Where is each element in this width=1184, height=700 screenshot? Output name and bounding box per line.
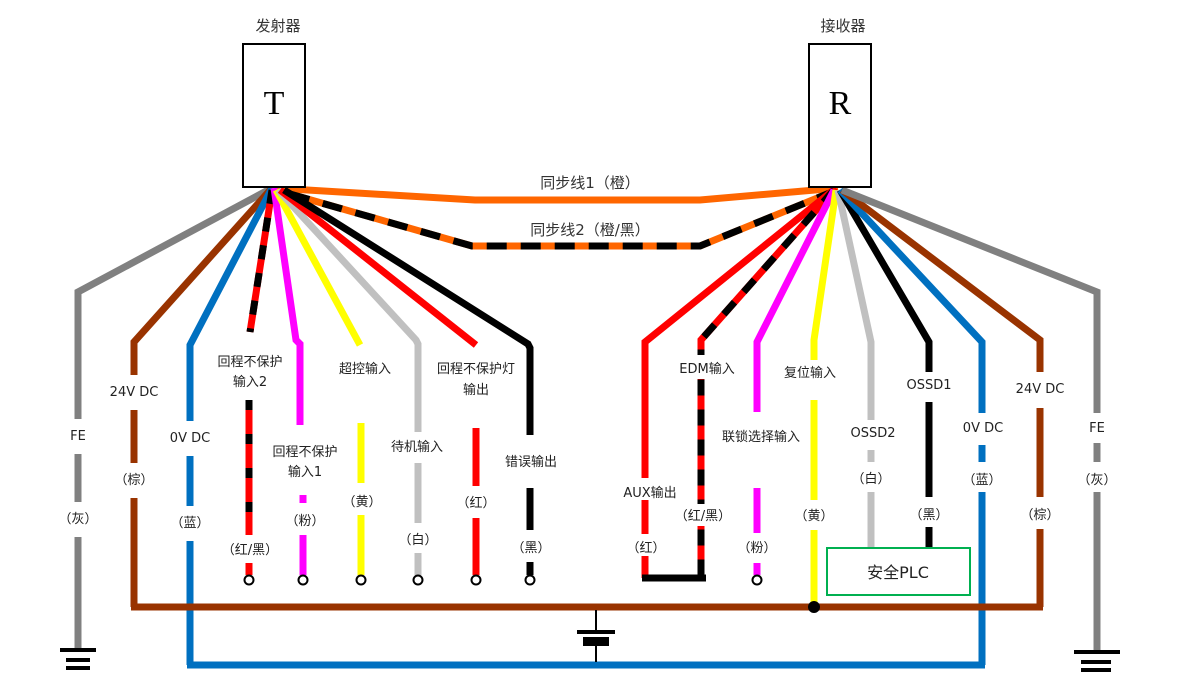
- wire-color-pink: （粉）: [285, 514, 324, 529]
- receiver-labels: AUX输出 （红） EDM输入 （红/黑） 联锁选择输入 （粉） 复位输入 （黄…: [620, 355, 1117, 563]
- receiver-box: [808, 43, 872, 188]
- wire-label-24v: 24V DC: [110, 385, 159, 400]
- battery-icon: [577, 610, 615, 662]
- wire-label-fe: FE: [70, 429, 86, 444]
- terminal-circle: [355, 574, 367, 586]
- emitter-wire-pink-top: [270, 187, 304, 425]
- wire-color-receiver-brown: （棕）: [1020, 508, 1059, 523]
- emitter-wire-yellow-top: [272, 188, 364, 347]
- wire-color-brown: （棕）: [114, 473, 153, 488]
- wire-color-yellow: （黄）: [342, 495, 381, 510]
- emitter-title: 发射器: [255, 17, 300, 35]
- emitter-labels: FE （灰） 24V DC （棕） 0V DC （蓝） 回程不保护 输入2 （红…: [55, 355, 557, 558]
- emitter-wire-fe: [74, 184, 274, 650]
- label-mask: [106, 375, 162, 410]
- receiver-wire-edm-stripes: [697, 187, 837, 578]
- terminal-circle: [412, 574, 424, 586]
- wire-color-blue: （蓝）: [170, 516, 209, 531]
- wire-label-return-input-1-l1: 回程不保护: [272, 445, 337, 460]
- emitter-wire-24v: [130, 185, 275, 607]
- emitter-wire-black-top: [282, 187, 534, 435]
- wire-color-black: （黑）: [511, 541, 550, 556]
- receiver-wire-white: [834, 189, 875, 548]
- wire-color-aux-red: （红）: [626, 540, 665, 556]
- wire-color-interlock-pink: （粉）: [737, 541, 776, 556]
- emitter-wire-red-top: [277, 187, 479, 348]
- wire-color-red: （红）: [456, 495, 495, 511]
- wire-label-return-input-2-l1: 回程不保护: [217, 355, 282, 370]
- wire-label-return-input-1-l2: 输入1: [288, 464, 322, 480]
- emitter-box: [242, 43, 306, 188]
- wire-color-white: （白）: [398, 532, 437, 548]
- receiver-letter: R: [829, 85, 852, 122]
- terminal-circle: [243, 574, 255, 586]
- wire-label-receiver-24v: 24V DC: [1016, 382, 1065, 397]
- emitter-terminals: [243, 574, 536, 586]
- receiver-title: 接收器: [820, 17, 865, 35]
- terminal-circle: [751, 574, 763, 586]
- ground-icon-right: [1074, 650, 1120, 672]
- wire-label-receiver-fe: FE: [1089, 421, 1105, 436]
- label-mask: [111, 463, 157, 498]
- wire-color-receiver-blue: （蓝）: [962, 473, 1001, 488]
- label-mask: [166, 421, 214, 456]
- wire-label-return-lamp-output-l2: 输出: [463, 382, 489, 398]
- wire-label-error-output: 错误输出: [505, 454, 557, 470]
- wire-label-ossd2: OSSD2: [850, 426, 895, 441]
- wire-color-edm-red-black: （红/黑）: [675, 508, 731, 524]
- ground-icon-left: [60, 648, 96, 670]
- emitter-wire-red-black-top-stripes: [246, 189, 276, 333]
- sync-wire-1: [273, 184, 839, 204]
- sync-wire-2-stripes: [289, 188, 834, 250]
- wire-label-receiver-0v: 0V DC: [963, 421, 1003, 436]
- sync-line-2-label: 同步线2（橙/黑）: [530, 221, 650, 239]
- wire-label-override-input: 超控输入: [339, 361, 391, 377]
- receiver-wire-pink: [753, 188, 838, 575]
- wire-label-return-input-2-l2: 输入2: [233, 374, 267, 390]
- wire-label-edm-input: EDM输入: [679, 361, 734, 377]
- label-mask: [167, 506, 213, 541]
- wire-label-ossd1: OSSD1: [906, 378, 951, 393]
- safety-plc-box: [826, 547, 971, 596]
- terminal-circle: [524, 574, 536, 586]
- receiver-wire-fe: [840, 186, 1101, 650]
- wire-label-interlock-select-input: 联锁选择输入: [722, 429, 800, 445]
- sync-line-1-label: 同步线1（橙）: [540, 174, 640, 192]
- wire-color-gray: （灰）: [58, 512, 97, 527]
- wire-label-standby-input: 待机输入: [391, 439, 443, 455]
- wire-label-return-lamp-output-l1: 回程不保护灯: [437, 362, 515, 377]
- terminal-circle: [470, 574, 482, 586]
- wire-label-0v: 0V DC: [170, 431, 210, 446]
- wire-label-reset-input: 复位输入: [784, 365, 836, 381]
- label-mask: [55, 502, 101, 537]
- emitter-letter: T: [264, 85, 285, 122]
- wire-color-receiver-gray: （灰）: [1077, 473, 1116, 488]
- receiver-wire-0v: [837, 187, 986, 665]
- emitter-wire-0v: [186, 186, 276, 665]
- wire-color-red-black: （红/黑）: [222, 542, 278, 558]
- junction-dot: [808, 601, 820, 613]
- emitter-wire-white-top: [275, 187, 422, 432]
- wire-label-aux-output: AUX输出: [623, 485, 676, 501]
- receiver-wire-black: [836, 188, 933, 548]
- label-mask: [67, 419, 89, 454]
- wire-color-reset-yellow: （黄）: [794, 509, 833, 524]
- safety-plc-label: 安全PLC: [867, 563, 929, 582]
- terminal-circle: [297, 574, 309, 586]
- wire-color-ossd2-white: （白）: [851, 471, 890, 487]
- wire-color-ossd1-black: （黑）: [909, 508, 948, 523]
